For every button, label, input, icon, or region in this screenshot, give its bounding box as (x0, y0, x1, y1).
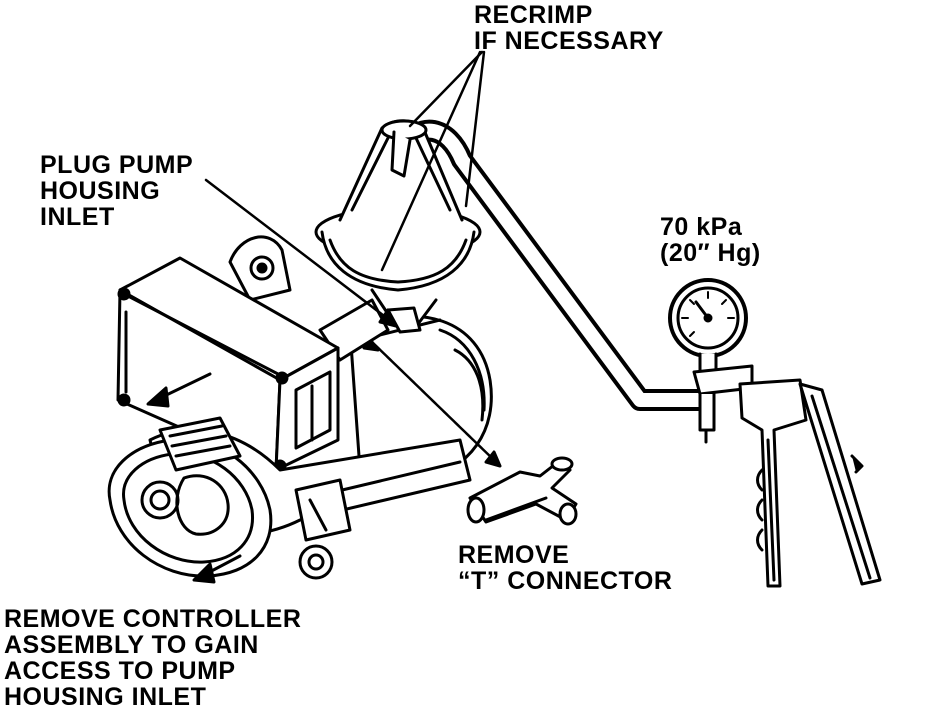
plug-inlet-label-line-1: PLUG PUMP (40, 151, 194, 179)
remove-tee-line-2: “T” CONNECTOR (458, 567, 673, 595)
t-connector (466, 456, 578, 526)
remove-controller-line-4: HOUSING INLET (4, 683, 207, 711)
vacuum-reading-label: 70 kPa (20″ Hg) (660, 214, 761, 266)
remove-tee-label: REMOVE “T” CONNECTOR (458, 542, 672, 594)
mounting-bracket (228, 235, 292, 302)
remove-controller-line-2: ASSEMBLY TO GAIN (4, 631, 259, 659)
vacuum-diaphragm (314, 119, 482, 334)
plug-inlet-leader (204, 178, 398, 328)
remove-controller-line-1: REMOVE CONTROLLER (4, 605, 302, 633)
plug-inlet-label-line-2: HOUSING (40, 177, 161, 205)
plug-inlet-label-line-3: INLET (40, 203, 115, 231)
recrimp-label: RECRIMP IF NECESSARY (474, 2, 664, 54)
controller-removal-arrow (146, 372, 212, 408)
pump-removal-arrow (192, 554, 242, 584)
t-connector-leader (362, 340, 502, 468)
vacuum-reading-line-1: 70 kPa (660, 213, 743, 241)
recrimp-label-line-1: RECRIMP (474, 1, 593, 29)
pump-shaft-end (107, 416, 472, 580)
remove-controller-label: REMOVE CONTROLLER ASSEMBLY TO GAIN ACCES… (4, 606, 301, 710)
recrimp-leaders (380, 50, 486, 272)
remove-tee-line-1: REMOVE (458, 541, 570, 569)
remove-controller-line-3: ACCESS TO PUMP (4, 657, 236, 685)
plug-inlet-label: PLUG PUMP HOUSING INLET (40, 152, 193, 230)
recrimp-label-line-2: IF NECESSARY (474, 27, 664, 55)
vacuum-reading-line-2: (20″ Hg) (660, 239, 761, 267)
hand-vacuum-pump (668, 278, 882, 588)
